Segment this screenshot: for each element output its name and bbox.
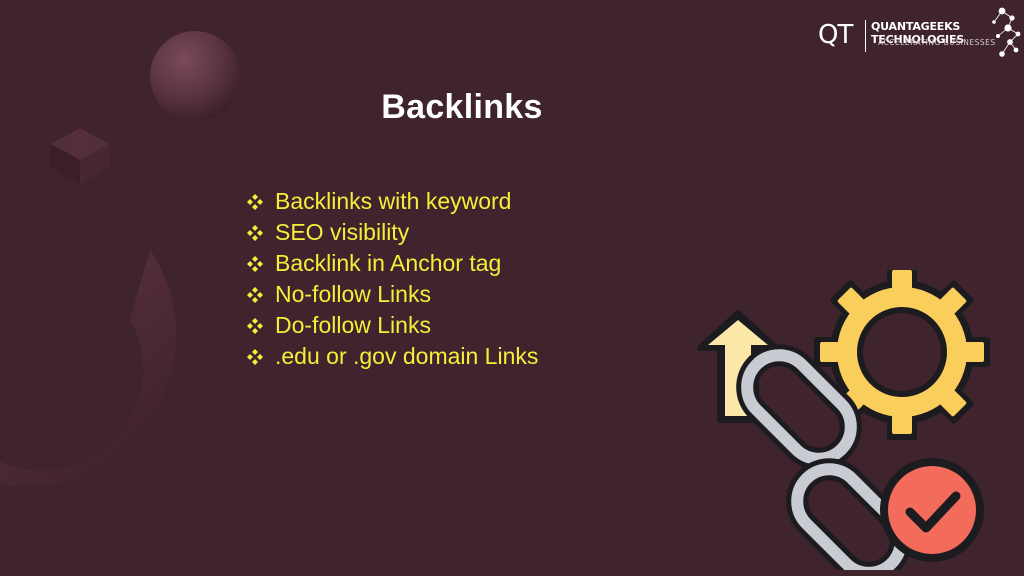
ring-shape xyxy=(0,250,177,487)
list-item: Backlinks with keyword xyxy=(244,186,538,217)
company-logo: QT QUANTAGEEKS TECHNOLOGIES ACCELERATING… xyxy=(818,6,1024,60)
bullet-text: Do-follow Links xyxy=(275,312,431,338)
gear-icon xyxy=(814,270,990,440)
logo-divider xyxy=(865,20,866,52)
diamond-bullet-icon xyxy=(247,317,263,334)
bullet-text: SEO visibility xyxy=(275,219,410,245)
diamond-bullet-icon xyxy=(247,193,263,210)
diamond-bullet-icon xyxy=(247,348,263,365)
network-dots-icon xyxy=(992,7,1021,57)
bullet-text: Backlinks with keyword xyxy=(275,188,512,214)
check-badge-icon xyxy=(880,458,984,562)
bullet-text: No-follow Links xyxy=(275,281,431,307)
list-item: Backlink in Anchor tag xyxy=(244,248,538,279)
list-item: .edu or .gov domain Links xyxy=(244,341,538,372)
slide-title: Backlinks xyxy=(381,88,543,126)
list-item: SEO visibility xyxy=(244,217,538,248)
sphere-shape xyxy=(150,31,240,121)
list-item: Do-follow Links xyxy=(244,310,538,341)
list-item: No-follow Links xyxy=(244,279,538,310)
cube-shape xyxy=(51,128,109,184)
bullet-text: .edu or .gov domain Links xyxy=(275,343,539,369)
diamond-bullet-icon xyxy=(247,286,263,303)
logo-company-name: QUANTAGEEKS TECHNOLOGIES xyxy=(871,20,964,46)
diamond-bullet-icon xyxy=(247,224,263,241)
backlink-illustration xyxy=(697,270,990,570)
logo-mark: QT xyxy=(818,20,853,50)
chain-link-icon xyxy=(736,344,912,570)
bullet-text: Backlink in Anchor tag xyxy=(275,250,502,276)
bullet-list: Backlinks with keyword SEO visibility Ba… xyxy=(244,186,538,372)
logo-tagline: ACCELERATING BUSINESSES xyxy=(878,38,996,47)
diamond-bullet-icon xyxy=(247,255,263,272)
